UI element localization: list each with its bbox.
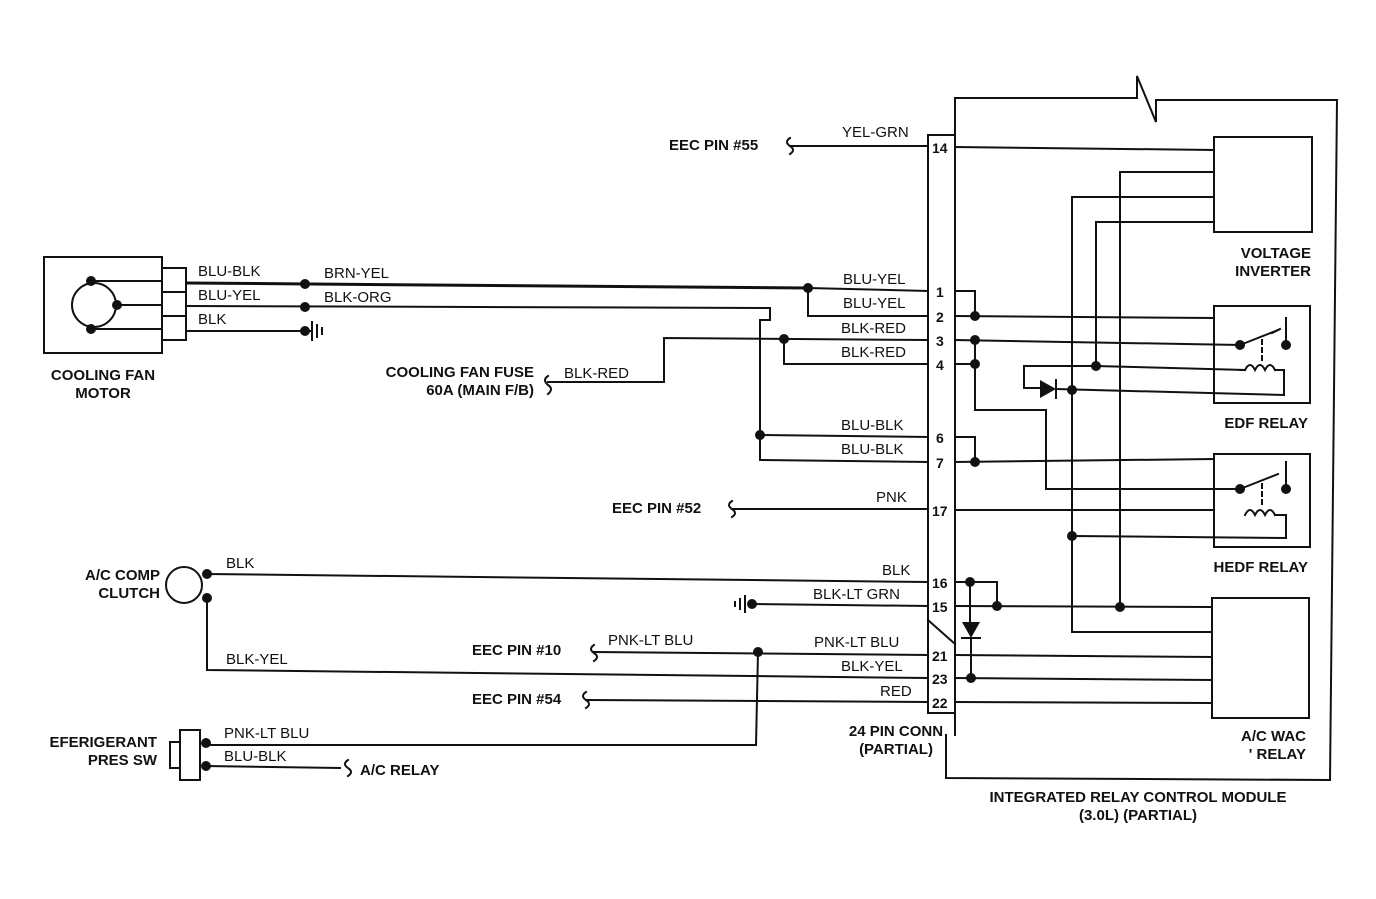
pin-6: 6 <box>936 430 944 446</box>
wire-label: BLK <box>226 555 254 572</box>
eec-pin-54-label: EEC PIN #54 <box>472 691 562 708</box>
connector-label: 24 PIN CONN(PARTIAL) <box>849 723 943 758</box>
pin-17: 17 <box>932 503 948 519</box>
connector-diagonal <box>926 618 957 646</box>
wire-label: PNK-LT BLU <box>608 632 693 649</box>
pin-4: 4 <box>936 357 944 373</box>
ac-wac-relay-box <box>1211 597 1310 719</box>
wire-label: BLK-LT GRN <box>813 586 900 603</box>
connector-pin-numbers: 14 1 2 3 4 6 7 17 16 15 21 23 22 <box>932 140 948 711</box>
wire-label: BLU-YEL <box>198 287 261 304</box>
wire-label: PNK-LT BLU <box>814 634 899 651</box>
wire-label: BRN-YEL <box>324 265 389 282</box>
edf-relay-box <box>1213 305 1311 404</box>
wire-label: PNK <box>876 489 907 506</box>
module-title-label: INTEGRATED RELAY CONTROL MODULE(3.0L) (P… <box>990 789 1287 824</box>
module-outline <box>945 75 1339 782</box>
pressure-switch-body <box>179 729 201 781</box>
pin-2: 2 <box>936 309 944 325</box>
fan-motor-symbol <box>71 282 117 328</box>
wire-label: BLK-RED <box>564 365 629 382</box>
eec-pin-55-label: EEC PIN #55 <box>669 137 758 154</box>
ac-wac-relay-label: A/C WAC' RELAY <box>1241 728 1306 763</box>
wire-label: RED <box>880 683 912 700</box>
pin-16: 16 <box>932 575 948 591</box>
wire-label: BLK-RED <box>841 320 906 337</box>
wire-label: BLU-BLK <box>198 263 261 280</box>
wire-label: BLU-BLK <box>841 417 904 434</box>
wire-label: BLK-YEL <box>841 658 903 675</box>
pin-23: 23 <box>932 671 948 687</box>
hedf-relay-label: HEDF RELAY <box>1214 559 1308 576</box>
pin-3: 3 <box>936 333 944 349</box>
wire-label: BLK-ORG <box>324 289 392 306</box>
wire-label: BLK <box>882 562 910 579</box>
wire-label: BLK <box>198 311 226 328</box>
pin-21: 21 <box>932 648 948 664</box>
wire-labels: BLU-BLK BLU-YEL BLK BRN-YEL BLK-ORG YEL-… <box>198 124 912 765</box>
wire-label: BLK-YEL <box>226 651 288 668</box>
pin-22: 22 <box>932 695 948 711</box>
connector-body <box>927 134 956 714</box>
eec-pin-52-label: EEC PIN #52 <box>612 500 701 517</box>
wire-label: BLU-BLK <box>224 748 287 765</box>
pin-15: 15 <box>932 599 948 615</box>
wire-label: PNK-LT BLU <box>224 725 309 742</box>
wire-label: YEL-GRN <box>842 124 909 141</box>
ac-clutch-symbol <box>165 566 203 604</box>
cooling-fan-motor-connector <box>161 267 187 341</box>
pin-7: 7 <box>936 455 944 471</box>
voltage-inverter-box <box>1213 136 1313 233</box>
ac-relay-ref-label: A/C RELAY <box>360 762 439 779</box>
wire-label: BLU-BLK <box>841 441 904 458</box>
pin-14: 14 <box>932 140 948 156</box>
eec-pin-10-label: EEC PIN #10 <box>472 642 561 659</box>
wire-label: BLK-RED <box>841 344 906 361</box>
edf-relay-label: EDF RELAY <box>1224 415 1308 432</box>
wire-label: BLU-YEL <box>843 295 906 312</box>
wire-label: BLU-YEL <box>843 271 906 288</box>
pin-1: 1 <box>936 284 944 300</box>
